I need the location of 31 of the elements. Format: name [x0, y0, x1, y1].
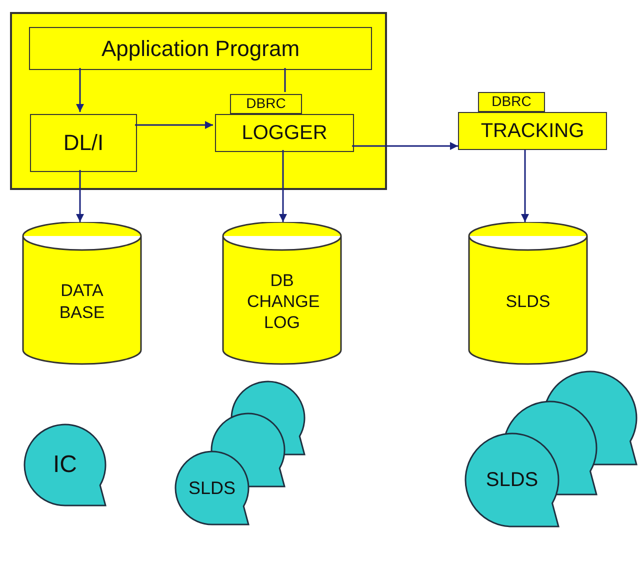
node-label: IC — [53, 450, 77, 480]
arrow — [352, 142, 458, 150]
node-label: SLDS — [188, 476, 236, 500]
node-label: Application Program — [101, 34, 300, 62]
database-cylinder — [22, 222, 142, 365]
node-label: DATA BASE — [58, 280, 106, 323]
module-box — [30, 114, 137, 172]
node-label: DB CHANGE LOG — [247, 270, 317, 334]
tape-reel — [174, 450, 250, 526]
program-box — [29, 27, 372, 70]
system-panel — [10, 12, 387, 190]
module-box — [230, 94, 302, 114]
node-label: DBRC — [492, 93, 532, 111]
arrow — [279, 150, 287, 222]
arrow — [76, 68, 84, 112]
module-box — [215, 114, 354, 152]
arrow — [135, 121, 213, 129]
tape-reel — [23, 423, 107, 507]
arrow — [76, 170, 84, 222]
node-label: SLDS — [504, 290, 552, 312]
node-label: LOGGER — [242, 120, 328, 146]
module-box — [458, 112, 607, 150]
database-cylinder — [222, 222, 342, 365]
node-label: DBRC — [246, 95, 286, 113]
arrow — [521, 150, 529, 222]
node-label: SLDS — [486, 468, 538, 492]
database-cylinder — [468, 222, 588, 365]
node-label: DL/I — [63, 129, 104, 157]
module-box — [478, 92, 545, 112]
tape-reel — [464, 432, 560, 528]
node-label: TRACKING — [480, 118, 584, 144]
